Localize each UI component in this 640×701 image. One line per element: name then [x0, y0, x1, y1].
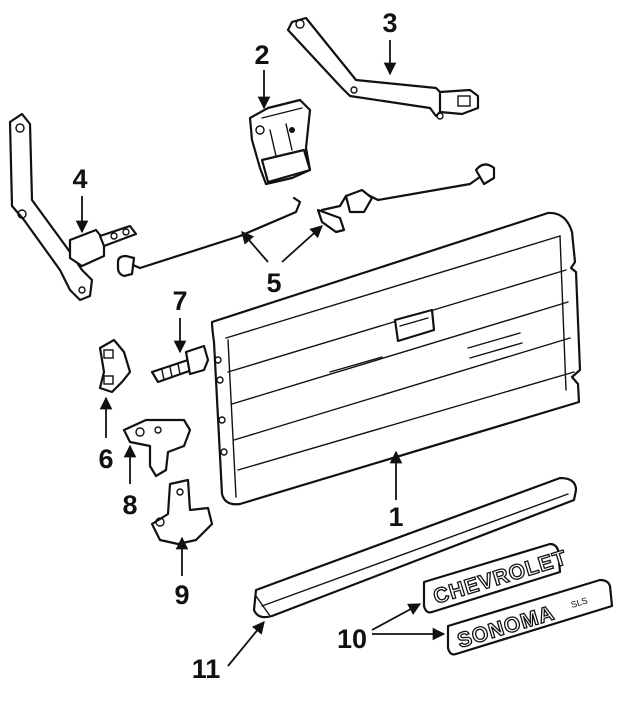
leader-11 [227, 621, 265, 667]
callout-2: 2 [254, 40, 269, 70]
cable-assembly [116, 163, 496, 278]
callout-4: 4 [72, 164, 87, 194]
callout-6: 6 [98, 444, 113, 474]
leader-5b [281, 225, 323, 263]
leader-10a [371, 603, 422, 631]
right-rod-part [286, 16, 480, 120]
callout-8: 8 [122, 490, 137, 520]
trim-molding [252, 476, 578, 619]
callout-11: 11 [192, 654, 221, 684]
leader-5a [241, 231, 269, 263]
callout-1: 1 [388, 502, 403, 532]
callout-9: 9 [174, 580, 189, 610]
latch-part [248, 98, 312, 186]
leader-lines [75, 40, 446, 667]
callout-7: 7 [172, 286, 187, 316]
bolt-part [150, 344, 210, 384]
hinge-bracket-part [150, 478, 214, 546]
left-rod-part [8, 112, 138, 302]
bracket-part [98, 338, 132, 394]
hinge-part [122, 418, 192, 478]
callout-10: 10 [337, 624, 367, 654]
callout-3: 3 [382, 8, 397, 38]
callout-5: 5 [266, 268, 281, 298]
callout-numbers: 1 2 3 4 5 6 7 8 9 10 11 [72, 8, 403, 684]
sonoma-emblem-suffix: SLS [570, 595, 589, 610]
tailgate-panel [210, 211, 582, 506]
